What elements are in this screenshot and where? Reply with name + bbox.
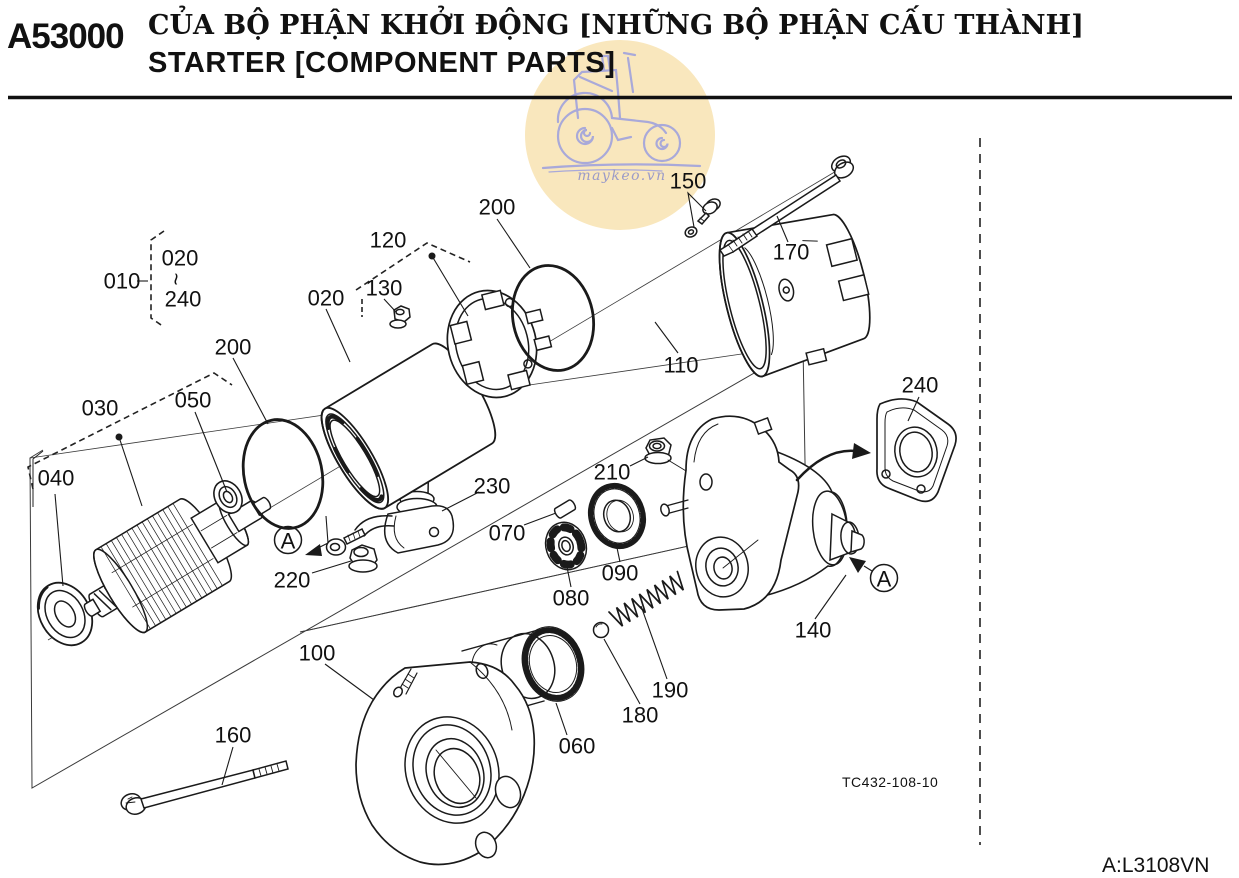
part-label-240-3: 240 bbox=[165, 287, 202, 312]
view-marker-circle-1 bbox=[869, 563, 899, 593]
part-label-040-14: 040 bbox=[38, 466, 75, 491]
part-150-screw bbox=[684, 198, 721, 238]
page-code: A:L3108VN bbox=[1102, 854, 1210, 877]
leader-lines bbox=[54, 191, 920, 786]
part-label-200-7: 200 bbox=[215, 335, 252, 360]
view-a-left-arrowhead bbox=[305, 544, 322, 556]
part-070-roller bbox=[553, 499, 577, 519]
part-label-240-21: 240 bbox=[902, 373, 939, 398]
view-marker-letter-1: A bbox=[877, 567, 892, 592]
group-030-bracket bbox=[27, 372, 233, 490]
part-label-150-9: 150 bbox=[670, 169, 707, 194]
view-a-right-arrowhead bbox=[849, 557, 866, 573]
part-label-170-10: 170 bbox=[773, 240, 810, 265]
watermark-circle bbox=[525, 40, 715, 230]
part-030-armature bbox=[83, 496, 272, 634]
part-090-gear bbox=[587, 482, 647, 550]
part-label-~-2: ~ bbox=[164, 273, 189, 286]
part-080-retainer bbox=[544, 521, 588, 571]
part-040-bearing bbox=[36, 581, 94, 647]
part-label-140-22: 140 bbox=[795, 618, 832, 643]
group-010-bracket bbox=[150, 230, 165, 328]
part-120-brush-holder bbox=[446, 289, 553, 399]
part-180-ball bbox=[592, 621, 610, 639]
part-label-080-18: 080 bbox=[553, 586, 590, 611]
part-label-190-27: 190 bbox=[652, 678, 689, 703]
part-label-200-8: 200 bbox=[479, 195, 516, 220]
part-170-bolt bbox=[718, 155, 855, 257]
part-label-020-1: 020 bbox=[162, 246, 199, 271]
view-markers: AA bbox=[273, 525, 899, 593]
part-labels: 010 020 ~240 120 130 020 200 200 150 170 110 030 050… bbox=[38, 169, 939, 759]
part-190-spring bbox=[608, 570, 685, 627]
parts-drawing bbox=[36, 155, 957, 866]
title-vietnamese: CỦA BỘ PHẬN KHỞI ĐỘNG [NHỮNG BỘ PHẬN CẤU… bbox=[148, 10, 1084, 41]
part-240-gasket bbox=[876, 398, 957, 503]
dashed-references bbox=[27, 138, 981, 845]
callout-dot-030 bbox=[115, 433, 123, 441]
view-marker-letter-0: A bbox=[281, 529, 296, 554]
callout-dot-120 bbox=[428, 252, 436, 260]
part-label-100-23: 100 bbox=[299, 641, 336, 666]
part-140-gear-case bbox=[660, 415, 865, 611]
group-120-bracket bbox=[355, 242, 471, 291]
view-marker-circle-0 bbox=[273, 525, 303, 555]
part-020-yoke bbox=[320, 342, 497, 510]
part-label-030-12: 030 bbox=[82, 396, 119, 421]
part-label-090-19: 090 bbox=[602, 561, 639, 586]
part-label-180-26: 180 bbox=[622, 703, 659, 728]
part-130-nut bbox=[389, 305, 411, 329]
part-label-020-6: 020 bbox=[308, 286, 345, 311]
part-label-160-24: 160 bbox=[215, 723, 252, 748]
part-100-front-bracket bbox=[355, 661, 536, 866]
group-040-bracket bbox=[32, 450, 44, 507]
part-label-010-0: 010 bbox=[104, 269, 141, 294]
part-160-bolt bbox=[120, 760, 289, 815]
part-label-210-16: 210 bbox=[594, 460, 631, 485]
watermark-site-text: maykeo.vn bbox=[577, 168, 666, 184]
title-english: STARTER [COMPONENT PARTS] bbox=[148, 47, 616, 79]
part-label-230-15: 230 bbox=[474, 474, 511, 499]
part-200-oring-upper bbox=[510, 264, 596, 372]
section-code: A53000 bbox=[7, 17, 125, 56]
part-label-060-25: 060 bbox=[559, 734, 596, 759]
figure-code: TC432-108-10 bbox=[842, 774, 939, 790]
part-label-120-4: 120 bbox=[370, 228, 407, 253]
part-050-bearing bbox=[213, 480, 243, 514]
part-label-130-5: 130 bbox=[366, 276, 403, 301]
part-110-end-cover bbox=[718, 213, 871, 378]
part-label-220-20: 220 bbox=[274, 568, 311, 593]
part-label-050-13: 050 bbox=[175, 388, 212, 413]
part-label-070-17: 070 bbox=[489, 521, 526, 546]
part-220-nut bbox=[348, 544, 378, 573]
part-label-110-11: 110 bbox=[663, 353, 698, 378]
view-a-left-pointer bbox=[315, 515, 329, 550]
rotation-arrow bbox=[795, 443, 871, 482]
